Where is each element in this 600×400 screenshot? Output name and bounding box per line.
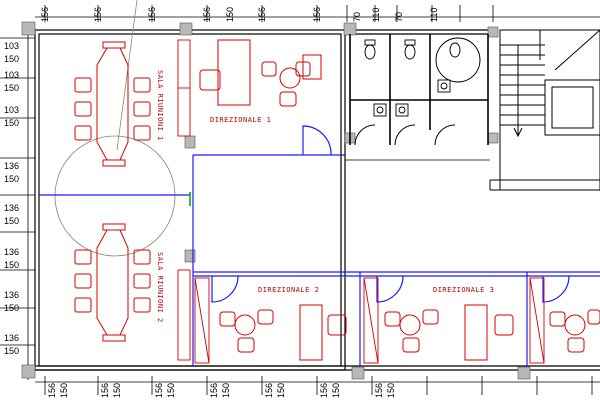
left-dim-15: 136 — [4, 333, 20, 343]
toilets — [364, 37, 481, 117]
diagonal-guide — [116, 0, 138, 151]
left-dim-1: 103 — [4, 41, 20, 51]
left-dim-16: 150 — [4, 346, 20, 356]
desk-direzionale-2 — [219, 304, 347, 361]
bottom-dim-11: 156 — [319, 382, 329, 398]
top-dim-5: 156 — [257, 6, 267, 22]
room-label-sala-riunioni-1: SALA RIUNIONI 1 — [156, 70, 164, 141]
bottom-dim-7: 156 — [209, 382, 219, 398]
left-dim-14: 150 — [4, 303, 20, 313]
top-dim-4: 156 — [202, 6, 212, 22]
top-dim-12: 110 — [429, 7, 439, 22]
left-dim-2: 150 — [4, 54, 20, 64]
top-dimension-ticks — [35, 5, 600, 22]
exterior-walls — [34, 29, 600, 371]
room-label-sala-riunioni-2: SALA RIUNIONI 2 — [156, 252, 164, 323]
left-dimension-ticks — [0, 25, 35, 380]
left-dim-3: 103 — [4, 70, 20, 80]
top-dim-3: 156 — [147, 6, 157, 22]
left-dim-4: 150 — [4, 83, 20, 93]
top-dim-1: 156 — [40, 6, 50, 22]
bottom-dim-8: 150 — [221, 382, 231, 398]
bottom-dim-13: 156 — [374, 382, 384, 398]
top-dim-10: 110 — [371, 7, 381, 22]
bottom-dim-1: 156 — [47, 382, 57, 398]
bottom-dim-12: 150 — [331, 382, 341, 398]
left-dim-8: 150 — [4, 174, 20, 184]
top-dim-9: 70 — [352, 11, 362, 22]
top-dim-8: 150 — [225, 6, 235, 22]
left-dim-6: 150 — [4, 118, 20, 128]
left-dim-11: 136 — [4, 247, 20, 257]
meeting-table-1 — [74, 41, 151, 167]
bottom-dimension-ticks — [35, 376, 600, 395]
desk-direzionale-4-partial — [549, 309, 600, 353]
columns — [21, 21, 531, 380]
bottom-dim-14: 150 — [386, 382, 396, 398]
bottom-dim-6: 150 — [166, 382, 176, 398]
desk-direzionale-3 — [384, 304, 514, 361]
left-dim-10: 150 — [4, 216, 20, 226]
bottom-dim-9: 156 — [264, 382, 274, 398]
clearance-circle — [54, 135, 176, 257]
room-label-direzionale-1: DIREZIONALE 1 — [210, 116, 272, 124]
stair-lift-core — [489, 29, 600, 191]
desk-direzionale-1 — [199, 39, 322, 107]
bottom-dim-3: 156 — [100, 382, 110, 398]
left-dim-12: 150 — [4, 260, 20, 270]
bottom-dim-5: 156 — [154, 382, 164, 398]
bottom-dim-2: 150 — [59, 382, 69, 398]
bottom-dim-4: 150 — [112, 382, 122, 398]
left-dim-7: 136 — [4, 161, 20, 171]
room-label-direzionale-3: DIREZIONALE 3 — [433, 286, 495, 294]
left-dim-9: 136 — [4, 203, 20, 213]
bottom-dim-10: 150 — [276, 382, 286, 398]
top-dim-11: 70 — [394, 11, 404, 22]
bathroom-walls — [349, 34, 489, 146]
top-dim-2: 156 — [93, 6, 103, 22]
top-dim-6: 156 — [312, 6, 322, 22]
room-label-direzionale-2: DIREZIONALE 2 — [258, 286, 320, 294]
glass-partitions — [39, 125, 600, 366]
meeting-table-2 — [74, 223, 151, 342]
left-dim-5: 103 — [4, 105, 20, 115]
left-dim-13: 136 — [4, 290, 20, 300]
wall-cabinets — [177, 39, 545, 364]
